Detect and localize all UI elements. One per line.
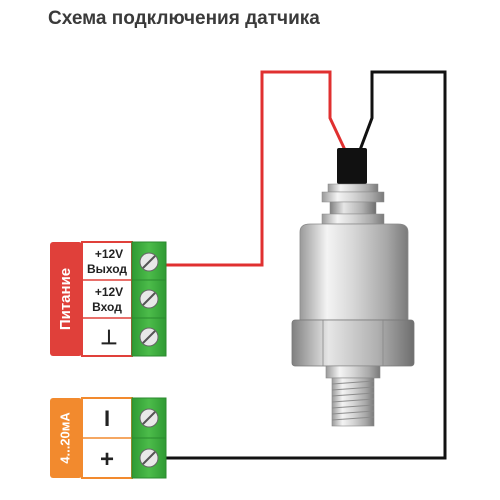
output-label: Выход: [87, 262, 127, 276]
black-wire: [166, 70, 447, 460]
diagram-title: Схема подключения датчика: [48, 8, 320, 29]
screw-terminal-plus: [139, 448, 159, 468]
input-voltage-label: +12V: [95, 285, 123, 299]
pressure-sensor: [291, 148, 415, 427]
power-side-label: Питание: [57, 268, 74, 330]
screw-terminal-minus: [139, 408, 159, 428]
ground-symbol: ⊥: [100, 327, 117, 349]
signal-side-label: 4...20мА: [57, 412, 72, 464]
plus-symbol: +: [100, 446, 114, 473]
signal-terminal-block: 4...20мА I +: [50, 397, 167, 479]
red-wire: [166, 70, 347, 267]
screw-terminal-input: [139, 289, 159, 309]
screw-terminal-output: [139, 252, 159, 272]
output-voltage-label: +12V: [95, 247, 123, 261]
power-terminal-block: Питание +12V Выход +12V Вход ⊥: [50, 241, 167, 357]
input-label: Вход: [92, 300, 122, 314]
screw-terminal-ground: [139, 327, 159, 347]
minus-symbol: I: [104, 406, 110, 431]
